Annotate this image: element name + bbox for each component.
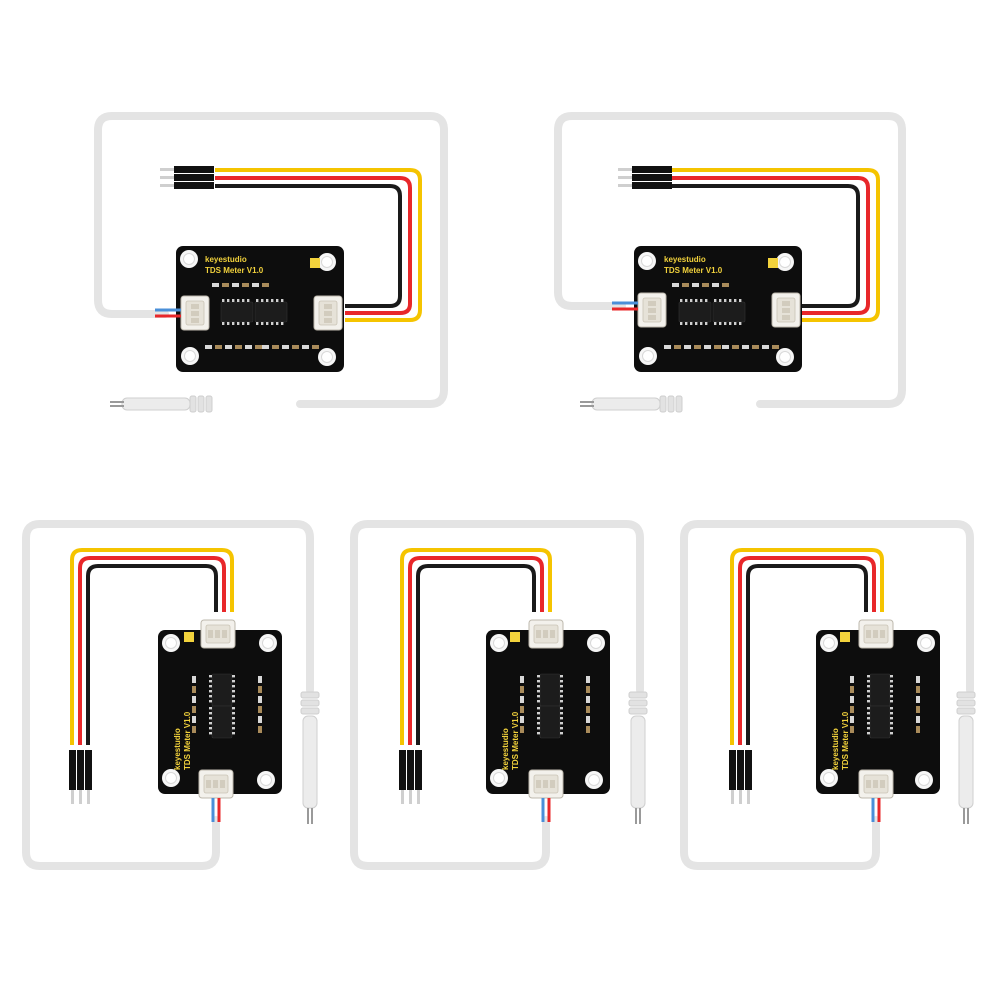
tds-unit-4: keyestudio TDS Meter V1.0 xyxy=(350,520,648,870)
tds-unit-2: keyestudio TDS Meter V1.0 xyxy=(554,112,906,413)
model-label-5: TDS Meter V1.0 xyxy=(841,711,850,770)
tds-unit-3: keyestudio TDS Meter V1.0 xyxy=(22,520,320,870)
tds-unit-5: keyestudio TDS Meter V1.0 xyxy=(680,520,976,870)
keyestudio-logo-icon xyxy=(840,632,850,642)
tds-unit-1: keyestudio TDS Meter V1.0 xyxy=(94,112,448,413)
keyestudio-logo-icon xyxy=(310,258,320,268)
model-label-3: TDS Meter V1.0 xyxy=(183,711,192,770)
brand-label-2: keyestudio xyxy=(664,255,706,264)
model-label-2: TDS Meter V1.0 xyxy=(664,266,723,275)
keyestudio-logo-icon xyxy=(184,632,194,642)
brand-label-1: keyestudio xyxy=(205,255,247,264)
brand-label-3: keyestudio xyxy=(173,728,182,770)
keyestudio-logo-icon xyxy=(768,258,778,268)
keyestudio-logo-icon xyxy=(510,632,520,642)
brand-label-4: keyestudio xyxy=(501,728,510,770)
model-label-1: TDS Meter V1.0 xyxy=(205,266,264,275)
brand-label-5: keyestudio xyxy=(831,728,840,770)
model-label-4: TDS Meter V1.0 xyxy=(511,711,520,770)
